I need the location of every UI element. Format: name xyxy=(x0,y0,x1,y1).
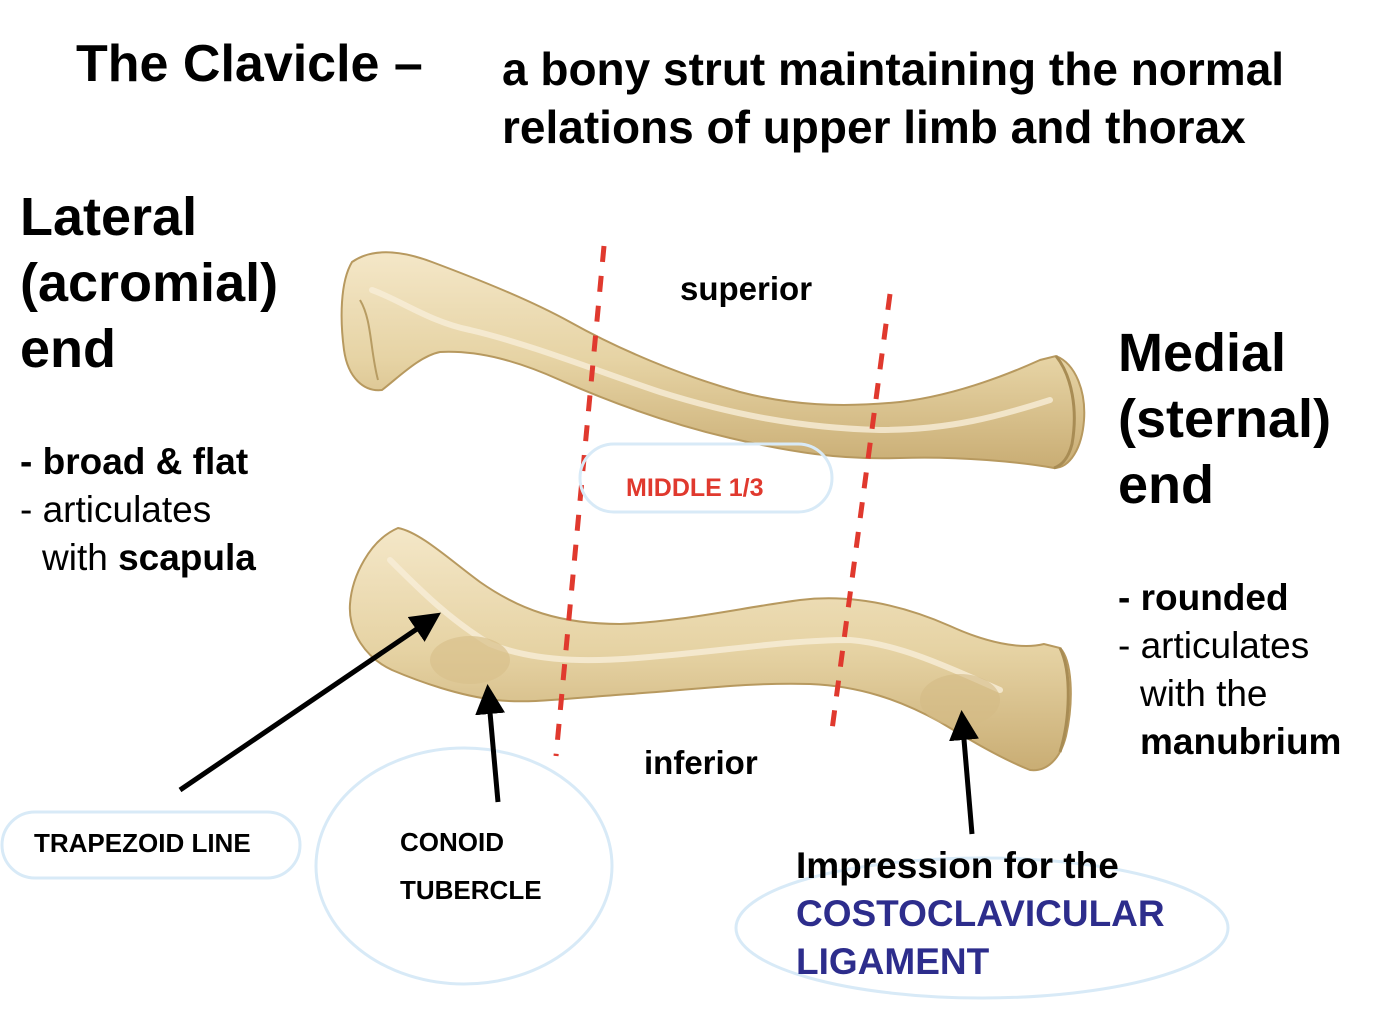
conoid-tubercle-label: CONOID TUBERCLE xyxy=(400,818,542,914)
conoid-label-line-1: CONOID xyxy=(400,818,542,866)
lateral-heading-line-1: Lateral xyxy=(20,184,340,250)
medial-end-heading: Medial (sternal) end xyxy=(1118,320,1378,518)
medial-feature-shape: - rounded xyxy=(1118,574,1378,622)
medial-heading-line-3: end xyxy=(1118,452,1378,518)
medial-end-features: - rounded - articulates with the manubri… xyxy=(1118,574,1378,766)
page-subtitle: a bony strut maintaining the normal rela… xyxy=(502,40,1362,156)
trapezoid-line-label: TRAPEZOID LINE xyxy=(34,828,251,859)
impression-line-3: LIGAMENT xyxy=(796,938,1165,986)
medial-heading-line-2: (sternal) xyxy=(1118,386,1378,452)
medial-feature-articulates-with: with the xyxy=(1118,670,1378,718)
medial-feature-articulates: - articulates xyxy=(1118,622,1378,670)
lateral-feature-shape: - broad & flat xyxy=(20,438,340,486)
lateral-heading-line-3: end xyxy=(20,316,340,382)
lateral-feature-articulates: - articulates xyxy=(20,486,340,534)
conoid-label-line-2: TUBERCLE xyxy=(400,866,542,914)
trapezoid-line-arrow xyxy=(180,616,436,790)
middle-third-label: MIDDLE 1/3 xyxy=(626,474,764,503)
medial-feature-articulates-bone: manubrium xyxy=(1118,718,1378,766)
page-title: The Clavicle – xyxy=(76,34,423,94)
conoid-tubercle-arrow xyxy=(488,690,498,802)
lateral-end-features: - broad & flat - articulates with scapul… xyxy=(20,438,340,582)
impression-line-1: Impression for the xyxy=(796,842,1165,890)
lateral-end-heading: Lateral (acromial) end xyxy=(20,184,340,382)
subtitle-line-1: a bony strut maintaining the normal xyxy=(502,40,1362,98)
superior-view-label: superior xyxy=(680,270,812,308)
lateral-heading-line-2: (acromial) xyxy=(20,250,340,316)
lateral-feature-articulates-with: with scapula xyxy=(20,534,340,582)
subtitle-line-2: relations of upper limb and thorax xyxy=(502,98,1362,156)
inferior-view-label: inferior xyxy=(644,744,758,782)
impression-line-2: COSTOCLAVICULAR xyxy=(796,890,1165,938)
costoclavicular-impression-label: Impression for the COSTOCLAVICULAR LIGAM… xyxy=(796,842,1165,986)
medial-heading-line-1: Medial xyxy=(1118,320,1378,386)
